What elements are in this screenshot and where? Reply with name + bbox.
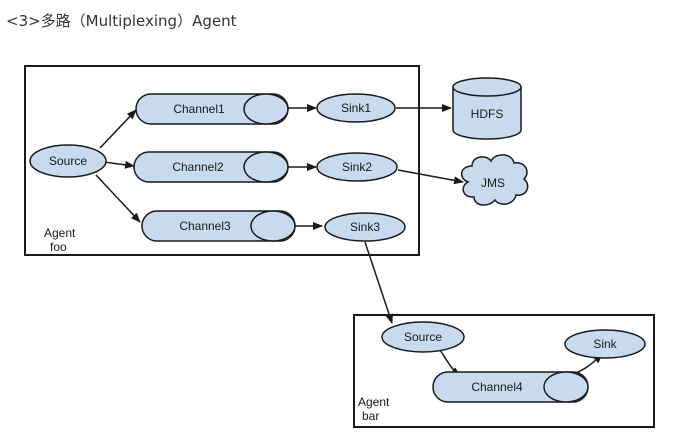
bar-sink-label: Sink — [593, 337, 617, 351]
arrow-sink2-jms — [397, 169, 464, 185]
arrow-sink3-bar-source — [364, 241, 393, 324]
channel3-node — [141, 210, 296, 242]
arrow-source-channel2 — [103, 160, 135, 169]
agent-bar-label-line2: bar — [362, 409, 379, 423]
channel2-node — [133, 151, 289, 183]
page-heading: <3>多路（Multiplexing）Agent — [6, 12, 237, 30]
channel3-label: Channel3 — [179, 219, 231, 233]
channel1-node — [135, 93, 289, 125]
agent-foo-label-line2: foo — [50, 240, 67, 254]
bar-sink-node — [564, 329, 646, 359]
agent-foo-box — [24, 65, 420, 256]
arrow-source-channel3 — [95, 174, 141, 223]
sink2-node — [316, 152, 398, 182]
sink2-label: Sink2 — [342, 160, 372, 174]
jms-label: JMS — [481, 176, 505, 190]
bar-source-label: Source — [404, 330, 442, 344]
agent-bar-label-line1: Agent — [358, 395, 390, 409]
sink3-label: Sink3 — [350, 220, 380, 234]
jms-cloud — [460, 154, 529, 206]
source-node — [29, 144, 107, 178]
bar-source-node — [381, 321, 465, 353]
channel2-label: Channel2 — [172, 160, 224, 174]
channel4-label: Channel4 — [471, 380, 523, 394]
source-label: Source — [49, 154, 87, 168]
sink1-label: Sink1 — [341, 101, 371, 115]
channel1-label: Channel1 — [173, 102, 225, 116]
hdfs-label: HDFS — [471, 107, 504, 121]
arrow-source-channel1 — [99, 109, 137, 149]
agent-foo-label-line1: Agent — [44, 226, 76, 240]
agent-bar-box — [353, 314, 655, 428]
sink3-node — [324, 212, 406, 242]
hdfs-cylinder — [452, 77, 522, 140]
sink1-node — [316, 93, 396, 123]
channel4-node — [432, 371, 589, 403]
